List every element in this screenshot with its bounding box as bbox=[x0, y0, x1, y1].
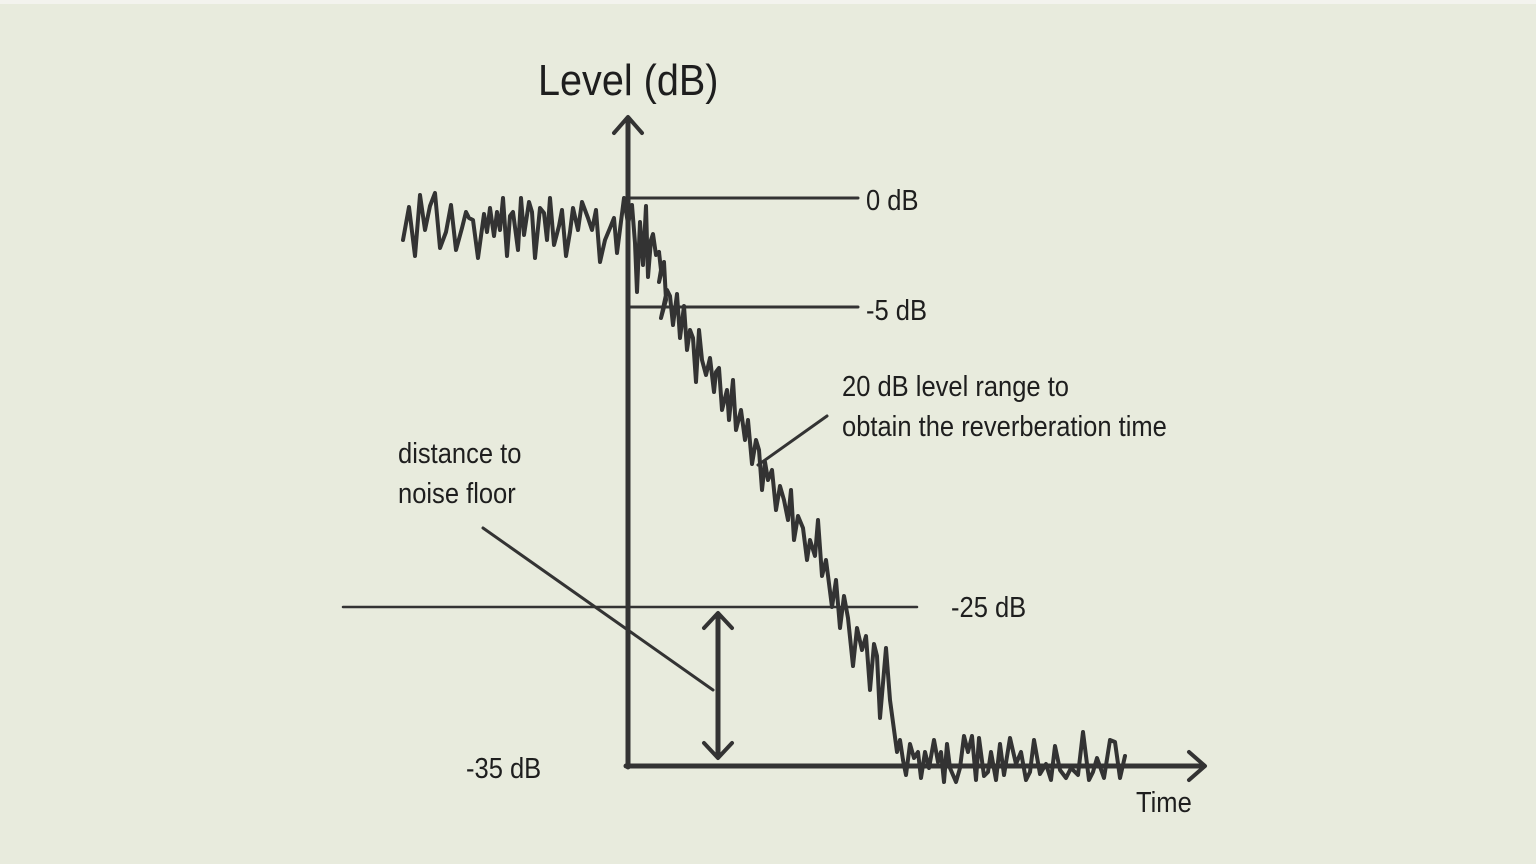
level-range-annotation: 20 dB level range to obtain the reverber… bbox=[842, 367, 1167, 447]
level-range-leader-line bbox=[756, 414, 829, 467]
noise-floor-annotation-line2: noise floor bbox=[398, 478, 516, 510]
signal-decay bbox=[657, 250, 905, 762]
x-axis-title: Time bbox=[1136, 787, 1192, 819]
noise-floor-annotation-line1: distance to bbox=[398, 438, 522, 470]
diagram-canvas bbox=[0, 4, 1536, 864]
signal-steady-noise bbox=[401, 191, 661, 294]
label-minus35db: -35 dB bbox=[466, 753, 542, 785]
label-minus25db: -25 dB bbox=[951, 592, 1027, 624]
x-axis-arrow-icon bbox=[1187, 750, 1207, 782]
noise-floor-arrow-down-icon bbox=[702, 741, 734, 760]
label-minus5db: -5 dB bbox=[866, 295, 928, 327]
label-0db: 0 dB bbox=[866, 185, 919, 217]
y-axis-title: Level (dB) bbox=[538, 56, 719, 105]
y-axis-arrow-icon bbox=[612, 115, 644, 135]
signal-noise-floor bbox=[901, 730, 1127, 784]
noise-floor-arrow-up-icon bbox=[702, 611, 734, 630]
noise-floor-leader-line bbox=[481, 526, 715, 692]
level-range-annotation-line1: 20 dB level range to bbox=[842, 371, 1070, 403]
noise-floor-annotation: distance to noise floor bbox=[398, 434, 521, 514]
level-range-annotation-line2: obtain the reverberation time bbox=[842, 411, 1167, 443]
